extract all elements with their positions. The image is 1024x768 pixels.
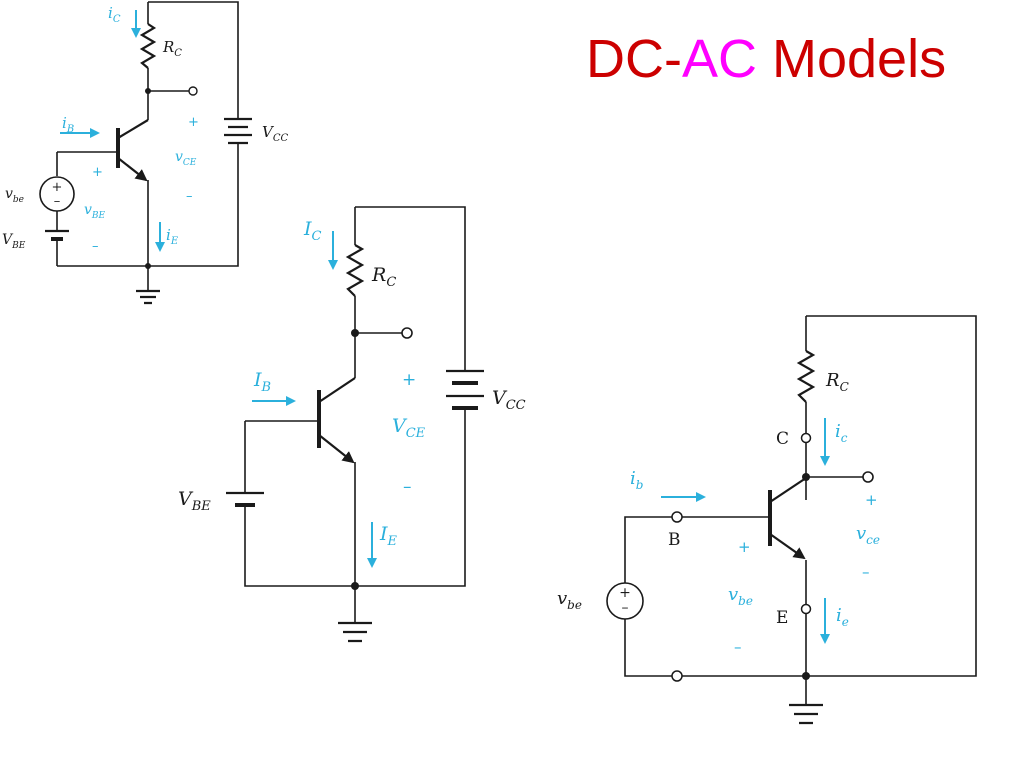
rc-resistor bbox=[796, 350, 816, 403]
vce-plus: + bbox=[402, 370, 416, 390]
wire bbox=[57, 144, 239, 267]
terminal bbox=[671, 670, 683, 682]
title-dc: DC- bbox=[586, 29, 682, 89]
bjt-collector bbox=[318, 377, 356, 403]
vbe-source-label: vbe bbox=[5, 186, 24, 205]
vcc-battery-icon bbox=[224, 117, 252, 145]
ie-label: ie bbox=[836, 605, 849, 629]
vce-plus: + bbox=[188, 115, 199, 130]
output-terminal bbox=[401, 327, 413, 339]
vbe-minus: – bbox=[92, 239, 99, 254]
vbe-label: vbe bbox=[728, 584, 753, 608]
ic-label: ic bbox=[835, 421, 848, 445]
rc-label: RC bbox=[162, 38, 182, 59]
rc-label: RC bbox=[825, 370, 849, 394]
src-minus: – bbox=[54, 194, 61, 209]
src-minus: – bbox=[622, 600, 629, 616]
vbe-dc-label: VBE bbox=[2, 232, 26, 251]
bjt-emitter bbox=[769, 533, 806, 560]
output-terminal bbox=[188, 86, 198, 96]
ic-label: IC bbox=[303, 218, 322, 244]
node-e-terminal bbox=[800, 603, 812, 615]
vcc-label: VCC bbox=[262, 123, 288, 144]
bjt-emitter bbox=[117, 157, 148, 182]
ib-label: iB bbox=[62, 114, 74, 135]
vbe-plus: + bbox=[738, 538, 751, 556]
bjt-collector bbox=[769, 477, 807, 503]
node-b-label: B bbox=[668, 530, 681, 550]
vcc-label: VCC bbox=[492, 387, 526, 413]
rc-label: RC bbox=[371, 264, 396, 290]
node-e-label: E bbox=[776, 608, 788, 628]
vbe-source-label: vbe bbox=[557, 588, 582, 612]
rc-resistor bbox=[139, 23, 157, 69]
wire bbox=[355, 206, 466, 371]
src-plus: + bbox=[52, 180, 63, 195]
node-c-label: C bbox=[776, 429, 789, 449]
ie-label: iE bbox=[166, 226, 179, 247]
vce-label: vce bbox=[856, 523, 880, 547]
ib-label: ib bbox=[630, 468, 643, 492]
vce-plus: + bbox=[865, 491, 878, 509]
node-b-terminal bbox=[671, 511, 683, 523]
src-plus: + bbox=[619, 585, 631, 601]
ie-label: IE bbox=[379, 523, 398, 549]
vce-label: VCE bbox=[392, 415, 426, 441]
rc-resistor bbox=[345, 244, 365, 297]
ground-icon bbox=[789, 703, 823, 725]
ic-label: iC bbox=[108, 4, 121, 25]
slide-title: DC-AC Models bbox=[586, 28, 946, 90]
vce-label: vCE bbox=[175, 149, 197, 168]
title-ac: AC bbox=[681, 29, 757, 89]
title-models: Models bbox=[757, 29, 947, 89]
vce-minus: – bbox=[186, 189, 193, 204]
vbe-label: VBE bbox=[178, 488, 211, 514]
dc-circuit: IC RC IB + VCE – VCC VBE IE bbox=[178, 206, 526, 643]
bjt-collector bbox=[117, 119, 149, 139]
vbe-plus: + bbox=[92, 165, 103, 180]
bjt-emitter bbox=[318, 434, 355, 464]
wire bbox=[148, 1, 239, 118]
ground-icon bbox=[136, 289, 160, 305]
ground-icon bbox=[338, 621, 372, 643]
combined-circuit: + – iC RC iB + vCE – VCC vbe + bbox=[2, 1, 288, 305]
vbe-minus: – bbox=[734, 638, 742, 656]
node-c-terminal bbox=[800, 432, 812, 444]
wire bbox=[624, 516, 672, 583]
ib-label: IB bbox=[253, 369, 271, 395]
wire bbox=[806, 315, 977, 677]
wire bbox=[624, 619, 672, 677]
vbe-label: vBE bbox=[84, 202, 106, 221]
vce-minus: – bbox=[403, 477, 412, 497]
ac-circuit: + – RC C ic ib B + + vce – vbe vbe E bbox=[557, 315, 977, 725]
vce-minus: – bbox=[862, 563, 870, 581]
output-terminal bbox=[862, 471, 874, 483]
